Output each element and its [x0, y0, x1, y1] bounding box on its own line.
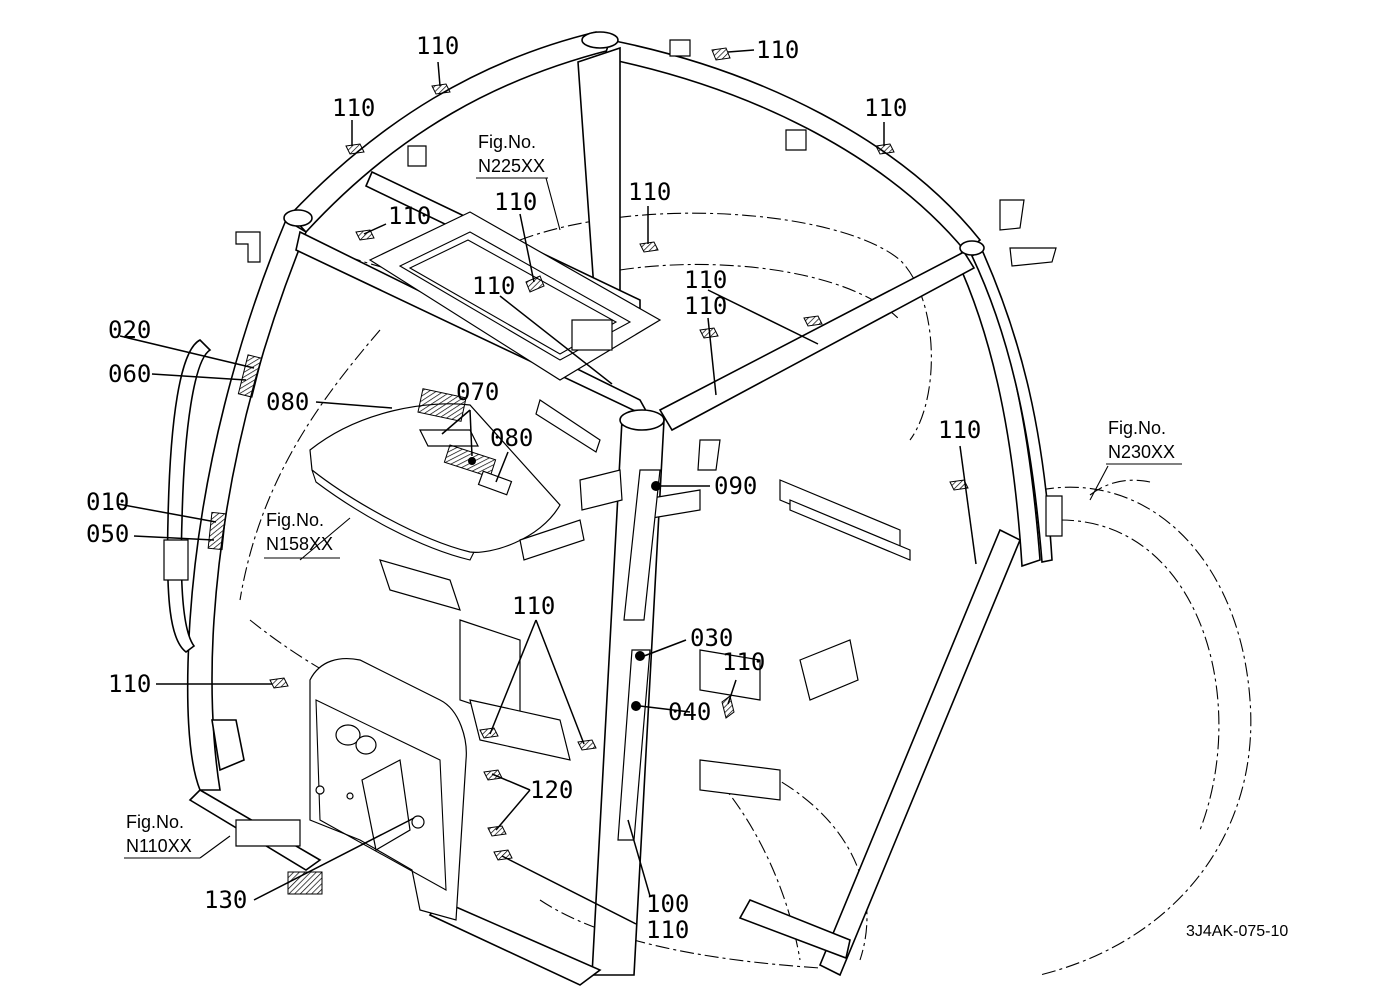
callout-110-o: 110: [646, 916, 689, 944]
callout-110-g: 110: [494, 188, 537, 216]
phantom-outlines: [239, 212, 1252, 976]
fig-ref-n230-line2: N230XX: [1108, 442, 1175, 462]
leader-lines: [117, 49, 1109, 925]
fig-ref-n230-line1: Fig.No.: [1108, 418, 1166, 438]
floor-brackets: [379, 399, 911, 801]
dashboard-panel: [309, 388, 561, 561]
fig-ref-n230: Fig.No. N230XX: [1106, 418, 1182, 465]
callout-010: 010: [86, 488, 129, 516]
gas-struts: [617, 469, 661, 841]
callout-110-j: 110: [684, 292, 727, 320]
callout-100: 100: [646, 890, 689, 918]
callout-090: 090: [714, 472, 757, 500]
drawing-code: 3J4AK-075-10: [1186, 923, 1288, 940]
callout-130: 130: [204, 886, 247, 914]
callout-110-d: 110: [864, 94, 907, 122]
fig-ref-n110-line2: N110XX: [126, 836, 192, 856]
frame-brackets: [163, 39, 1063, 847]
callout-110-k: 110: [938, 416, 981, 444]
callout-labels: 110 110 110 110 110 110 110 110 110 110 …: [86, 32, 981, 944]
callout-080-a: 080: [266, 388, 309, 416]
fig-ref-n158-line1: Fig.No.: [266, 510, 324, 530]
roof-hatch-frame: [368, 211, 662, 381]
callout-110-m: 110: [512, 592, 555, 620]
fig-ref-n158: Fig.No. N158XX: [264, 510, 340, 559]
callout-080-b: 080: [490, 424, 533, 452]
fig-ref-n110: Fig.No. N110XX: [124, 812, 200, 859]
callout-110-b: 110: [756, 36, 799, 64]
fig-ref-n225-line2: N225XX: [478, 156, 545, 176]
callout-110-c: 110: [332, 94, 375, 122]
left-console: [309, 658, 467, 921]
callout-070: 070: [456, 378, 499, 406]
callout-110-n: 110: [722, 648, 765, 676]
callout-110-f: 110: [628, 178, 671, 206]
fig-ref-n225: Fig.No. N225XX: [476, 132, 548, 179]
callout-110-a: 110: [416, 32, 459, 60]
callout-110-i: 110: [684, 266, 727, 294]
fig-ref-n158-line2: N158XX: [266, 534, 333, 554]
callout-040: 040: [668, 698, 711, 726]
callout-020: 020: [108, 316, 151, 344]
callout-050: 050: [86, 520, 129, 548]
fig-ref-n110-line1: Fig.No.: [126, 812, 184, 832]
callout-060: 060: [108, 360, 151, 388]
callout-120: 120: [530, 776, 573, 804]
callout-030: 030: [690, 624, 733, 652]
fig-ref-n225-line1: Fig.No.: [478, 132, 536, 152]
callout-110-h: 110: [472, 272, 515, 300]
callout-110-e: 110: [388, 202, 431, 230]
callout-110-l: 110: [108, 670, 151, 698]
